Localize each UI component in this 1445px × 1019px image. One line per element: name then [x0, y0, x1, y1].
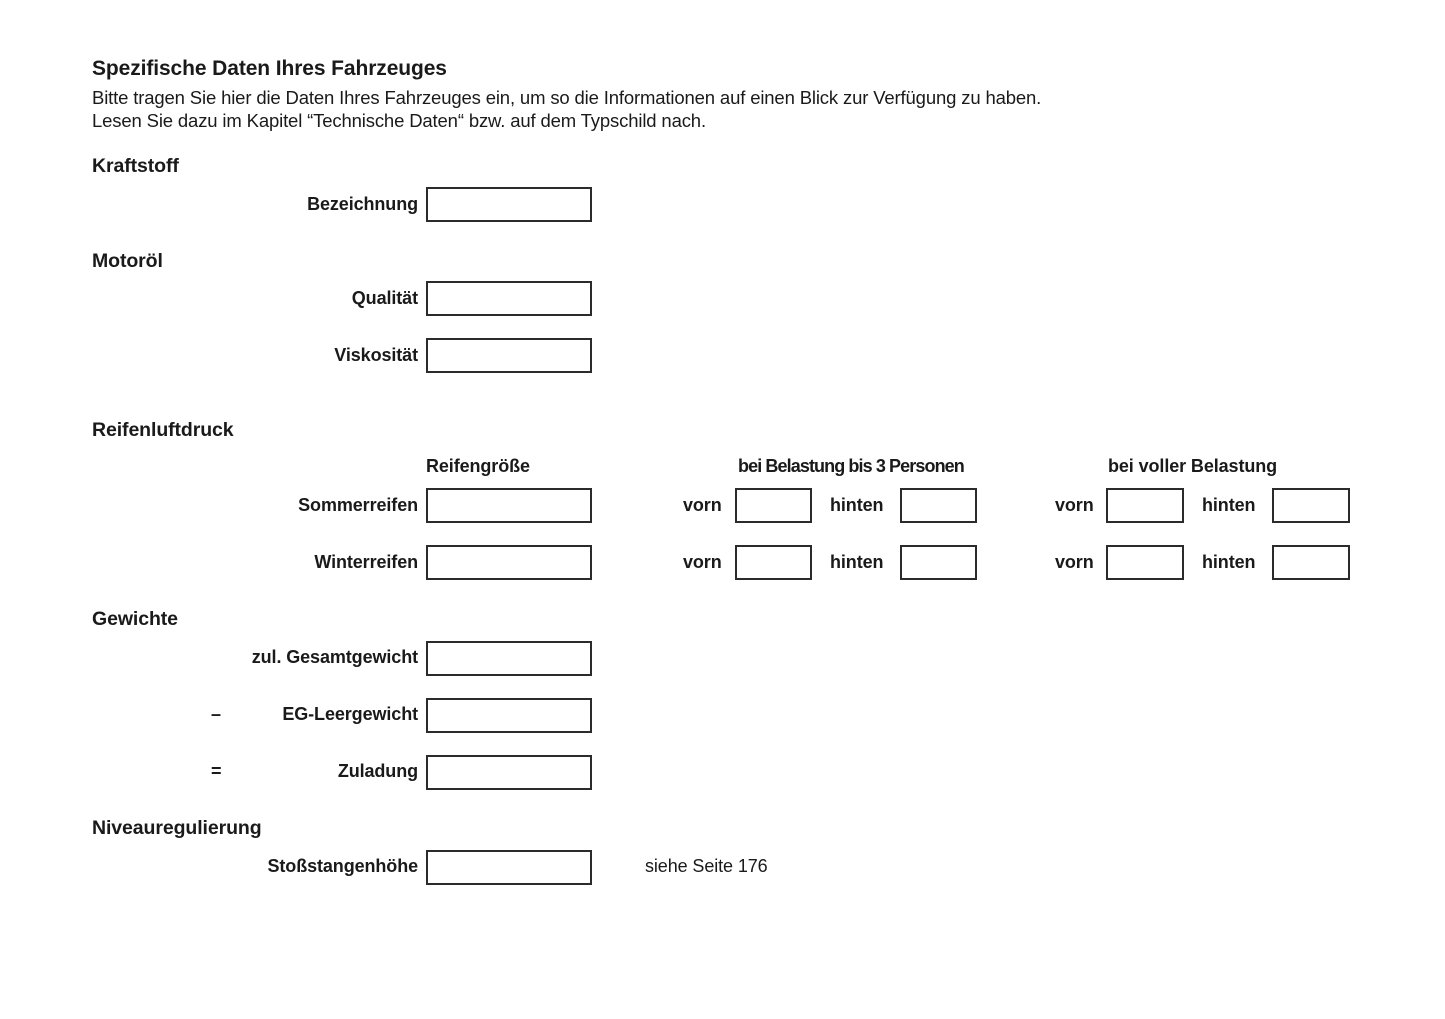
label-winterreifen-volllast-hinten: hinten: [1202, 552, 1256, 572]
field-label-zuladung: Zuladung: [337, 761, 418, 781]
column-header-volle-belastung: bei voller Belastung: [1108, 456, 1278, 476]
input-sommerreifen-teillast-vorn[interactable]: [735, 488, 812, 523]
input-viskositaet[interactable]: [426, 338, 592, 373]
column-header-reifengroesse: Reifengröße: [426, 456, 530, 476]
label-sommerreifen-volllast-hinten: hinten: [1202, 495, 1256, 515]
operator-minus: –: [211, 704, 222, 724]
label-winterreifen-volllast-vorn: vorn: [1055, 552, 1094, 572]
field-label-zul-gesamtgewicht: zul. Gesamtgewicht: [251, 647, 418, 667]
intro-line-1: Bitte tragen Sie hier die Daten Ihres Fa…: [92, 87, 1042, 108]
field-label-stossstangenhoehe: Stoßstangenhöhe: [267, 856, 419, 876]
label-sommerreifen-volllast-vorn: vorn: [1055, 495, 1094, 515]
row-label-sommerreifen: Sommerreifen: [298, 495, 418, 515]
input-winterreifen-teillast-vorn[interactable]: [735, 545, 812, 580]
section-heading-reifenluftdruck: Reifenluftdruck: [92, 419, 234, 441]
page-title: Spezifische Daten Ihres Fahrzeuges: [92, 57, 447, 80]
label-winterreifen-teillast-hinten: hinten: [830, 552, 884, 572]
intro-line-2: Lesen Sie dazu im Kapitel “Technische Da…: [92, 110, 706, 131]
input-winterreifen-reifengroesse[interactable]: [426, 545, 592, 580]
section-heading-motoroel: Motoröl: [92, 250, 163, 272]
input-sommerreifen-teillast-hinten[interactable]: [900, 488, 977, 523]
label-winterreifen-teillast-vorn: vorn: [683, 552, 722, 572]
field-label-viskositaet: Viskosität: [334, 345, 418, 365]
input-zuladung[interactable]: [426, 755, 592, 790]
input-sommerreifen-volllast-hinten[interactable]: [1272, 488, 1350, 523]
label-sommerreifen-teillast-vorn: vorn: [683, 495, 722, 515]
input-winterreifen-volllast-vorn[interactable]: [1106, 545, 1184, 580]
operator-equals: =: [211, 761, 222, 781]
section-heading-niveauregulierung: Niveauregulierung: [92, 817, 262, 839]
input-sommerreifen-volllast-vorn[interactable]: [1106, 488, 1184, 523]
input-qualitaet[interactable]: [426, 281, 592, 316]
input-winterreifen-volllast-hinten[interactable]: [1272, 545, 1350, 580]
label-sommerreifen-teillast-hinten: hinten: [830, 495, 884, 515]
input-eg-leergewicht[interactable]: [426, 698, 592, 733]
section-heading-kraftstoff: Kraftstoff: [92, 155, 179, 177]
field-label-qualitaet: Qualität: [351, 288, 418, 308]
input-sommerreifen-reifengroesse[interactable]: [426, 488, 592, 523]
input-bezeichnung[interactable]: [426, 187, 592, 222]
section-heading-gewichte: Gewichte: [92, 608, 178, 630]
field-label-bezeichnung: Bezeichnung: [307, 194, 418, 214]
row-label-winterreifen: Winterreifen: [314, 552, 418, 572]
input-winterreifen-teillast-hinten[interactable]: [900, 545, 977, 580]
input-zul-gesamtgewicht[interactable]: [426, 641, 592, 676]
field-label-eg-leergewicht: EG-Leergewicht: [282, 704, 418, 724]
note-siehe-seite: siehe Seite 176: [645, 856, 768, 876]
input-stossstangenhoehe[interactable]: [426, 850, 592, 885]
column-header-belastung-3-personen: bei Belastung bis 3 Personen: [738, 456, 965, 476]
